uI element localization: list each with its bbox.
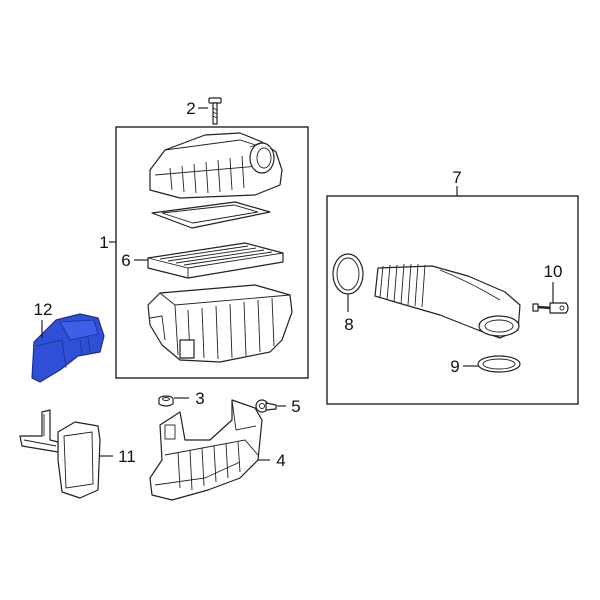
housing-bracket-part[interactable]	[149, 399, 263, 501]
callout-6: 6	[121, 251, 130, 270]
grommet-part[interactable]	[158, 395, 174, 407]
air-cleaner-cover-part[interactable]	[149, 132, 283, 199]
leader-lines	[41, 107, 554, 461]
callout-8: 8	[344, 315, 353, 334]
air-duct-part[interactable]	[19, 409, 101, 499]
hose-clamp-part[interactable]	[332, 253, 364, 295]
callout-1: 1	[99, 233, 108, 252]
callout-12: 12	[34, 300, 53, 319]
callout-2: 2	[186, 99, 195, 118]
callout-9: 9	[450, 357, 459, 376]
air-filter-part[interactable]	[147, 242, 284, 279]
inlet-seal-ring-part[interactable]	[477, 355, 521, 373]
callout-10: 10	[544, 262, 563, 281]
callout-11: 11	[118, 447, 136, 466]
lower-housing-part[interactable]	[147, 284, 293, 363]
bracket-bolt-part[interactable]	[532, 302, 569, 314]
callout-3: 3	[195, 389, 204, 408]
inlet-hose-part[interactable]	[374, 263, 521, 339]
air-cleaner-assembly-box	[115, 126, 309, 379]
highlighted-air-duct-part[interactable]	[31, 313, 105, 383]
push-pin-part[interactable]	[255, 399, 277, 413]
housing-seal-part[interactable]	[151, 201, 271, 229]
callout-4: 4	[276, 451, 285, 470]
callout-7: 7	[452, 168, 461, 187]
bolt-part[interactable]	[208, 97, 222, 125]
callout-5: 5	[291, 397, 300, 416]
inlet-duct-assembly-box	[326, 195, 579, 405]
